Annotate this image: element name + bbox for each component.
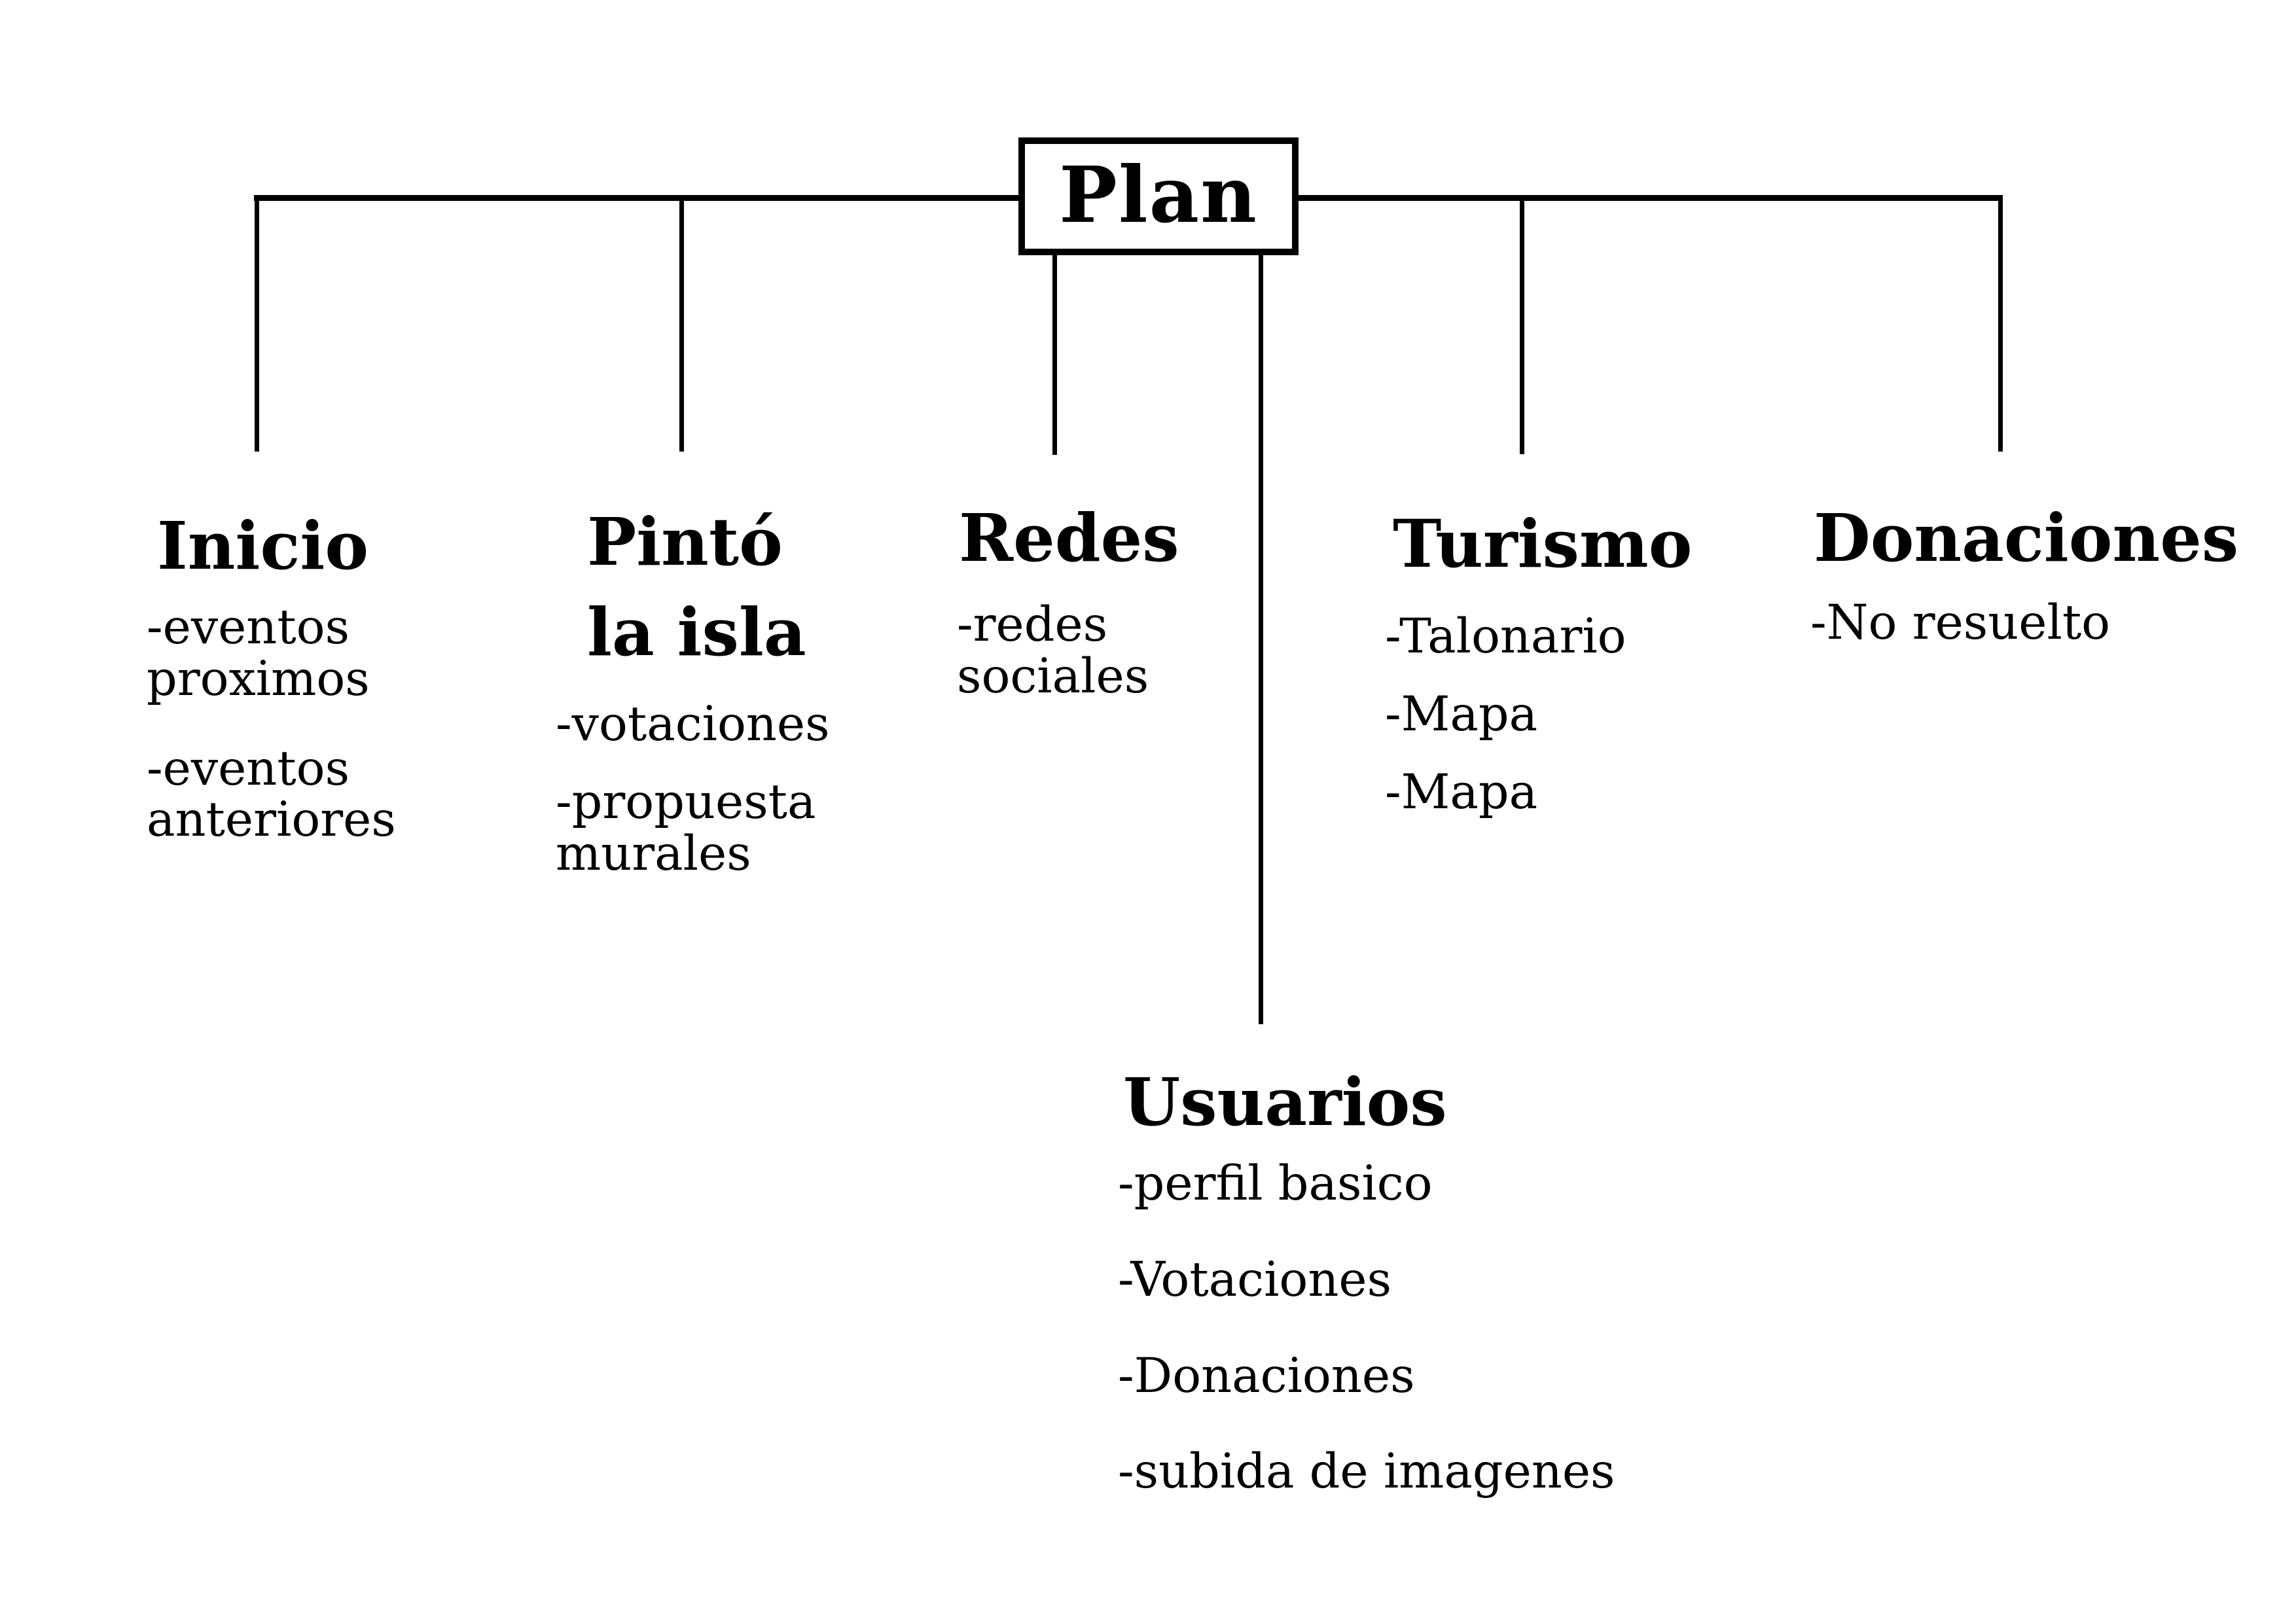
section-items-usuarios: -perfil basico -Votaciones -Donaciones -… — [1118, 1158, 1615, 1543]
plan-root-node: Plan — [1018, 137, 1299, 255]
section-items-pinto-la-isla: -votaciones -propuesta murales — [556, 696, 830, 906]
section-items-donaciones: -No resuelto — [1810, 597, 2110, 687]
connector-drop-pinto-la-isla — [679, 195, 684, 452]
list-item-mapa-2: -Mapa — [1385, 764, 1538, 820]
section-heading-inicio: Inicio — [157, 507, 369, 584]
list-item-no-resuelto: -No resuelto — [1810, 595, 2111, 651]
section-heading-turismo: Turismo — [1393, 505, 1693, 582]
list-item-eventos-anteriores: -eventos anteriores — [147, 740, 396, 848]
section-items-inicio: -eventos proximos -eventos anteriores — [147, 599, 396, 884]
list-item-eventos-proximos: -eventos proximos — [147, 599, 370, 707]
list-item-perfil-basico: -perfil basico — [1118, 1156, 1433, 1211]
connector-drop-usuarios — [1259, 249, 1263, 1024]
list-item-votaciones-usuarios: -Votaciones — [1118, 1251, 1392, 1308]
list-item-mapa-1: -Mapa — [1385, 686, 1538, 742]
section-heading-usuarios: Usuarios — [1123, 1063, 1447, 1141]
section-items-redes: -redes sociales — [957, 599, 1149, 741]
list-item-donaciones-usuarios: -Donaciones — [1118, 1347, 1415, 1404]
section-items-turismo: -Talonario -Mapa -Mapa — [1385, 611, 1626, 844]
plan-root-label: Plan — [1059, 149, 1258, 240]
section-heading-pinto-la-isla: Pintó la isla — [587, 503, 806, 671]
list-item-talonario: -Talonario — [1385, 609, 1626, 664]
connector-drop-turismo — [1520, 195, 1524, 454]
connector-drop-donaciones — [1998, 195, 2003, 452]
section-heading-redes: Redes — [959, 499, 1179, 577]
list-item-subida-de-imagenes: -subida de imagenes — [1118, 1444, 1615, 1500]
list-item-votaciones: -votaciones — [556, 696, 830, 752]
connector-drop-redes — [1052, 249, 1057, 455]
list-item-propuesta-murales: -propuesta murales — [556, 774, 816, 882]
list-item-redes-sociales: -redes sociales — [957, 597, 1149, 704]
section-heading-donaciones: Donaciones — [1814, 499, 2239, 577]
connector-drop-inicio — [255, 195, 259, 452]
